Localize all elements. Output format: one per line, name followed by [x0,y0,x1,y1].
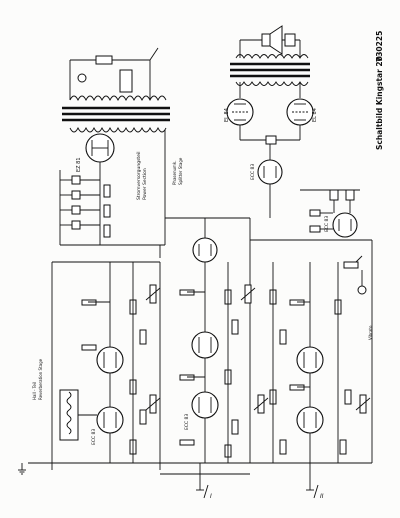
preamp-tube-ecc83-2a [191,391,219,419]
tremolo-tube-ecc83 [332,212,358,238]
power-section-label-en: Power Section [142,168,148,200]
reverb-spring [66,391,72,435]
potentiometers [145,284,371,414]
passive-components [81,262,352,463]
pre2-label: ECC 83 [184,414,190,430]
trem-label: ECC 83 [324,216,330,232]
preamp-tube-3b [296,346,324,374]
tremolo-pot [343,261,359,269]
preamp-tube-3a [296,406,324,434]
vibrato-label: Vibrato [368,325,373,340]
input-2-label: II [320,493,324,500]
output-transformer-secondary [235,54,309,59]
fuse [95,55,113,65]
preamp-tube-ecc83-1b [96,346,124,374]
schematic-number: 730225 [375,31,384,62]
tremolo-rc-network [300,189,360,233]
input-1-label: I [210,493,212,500]
pre1-label: ECC 83 [91,429,97,445]
power-section-label-de: Stromversorgungsteil [136,152,142,200]
footswitch-jack [357,285,367,295]
rectifier-label: EZ 81 [76,157,82,172]
ground-symbols [18,463,26,475]
preamp-tube-ecc83-1a [96,406,124,434]
reverb-label-de: Hall - Teil [32,382,37,400]
cathode-resistor [265,135,277,145]
input-2-jack-b [313,484,319,499]
el84-2-label: EL 84 [312,108,318,122]
el84-1-label: EL 84 [224,108,230,122]
voltage-selector [119,69,133,93]
mains-switch [77,73,87,83]
phase-inverter-ecc83 [257,159,283,185]
speaker-cone [269,25,283,55]
pi-label: ECC 83 [250,164,256,180]
schematic-title: Schaltbild Kingstar 20 [375,56,384,150]
mains-cord [149,47,159,61]
filter-capacitors [59,170,111,245]
speaker-jack [284,33,296,47]
reverb-label-en: Reverberation Stage [38,358,43,400]
output-transformer-primary [235,81,309,86]
preamp-tube-ecc83-2b [191,331,219,359]
speaker-voice-coil [261,33,271,47]
power-transformer-primary [69,95,167,102]
driver-tube [192,237,218,263]
input-1-jack-b [203,484,209,499]
phase-label-en: Splitter Stage [178,157,183,185]
power-transformer-secondary [69,126,167,133]
phase-label-de: Phasenumk. [172,161,177,186]
